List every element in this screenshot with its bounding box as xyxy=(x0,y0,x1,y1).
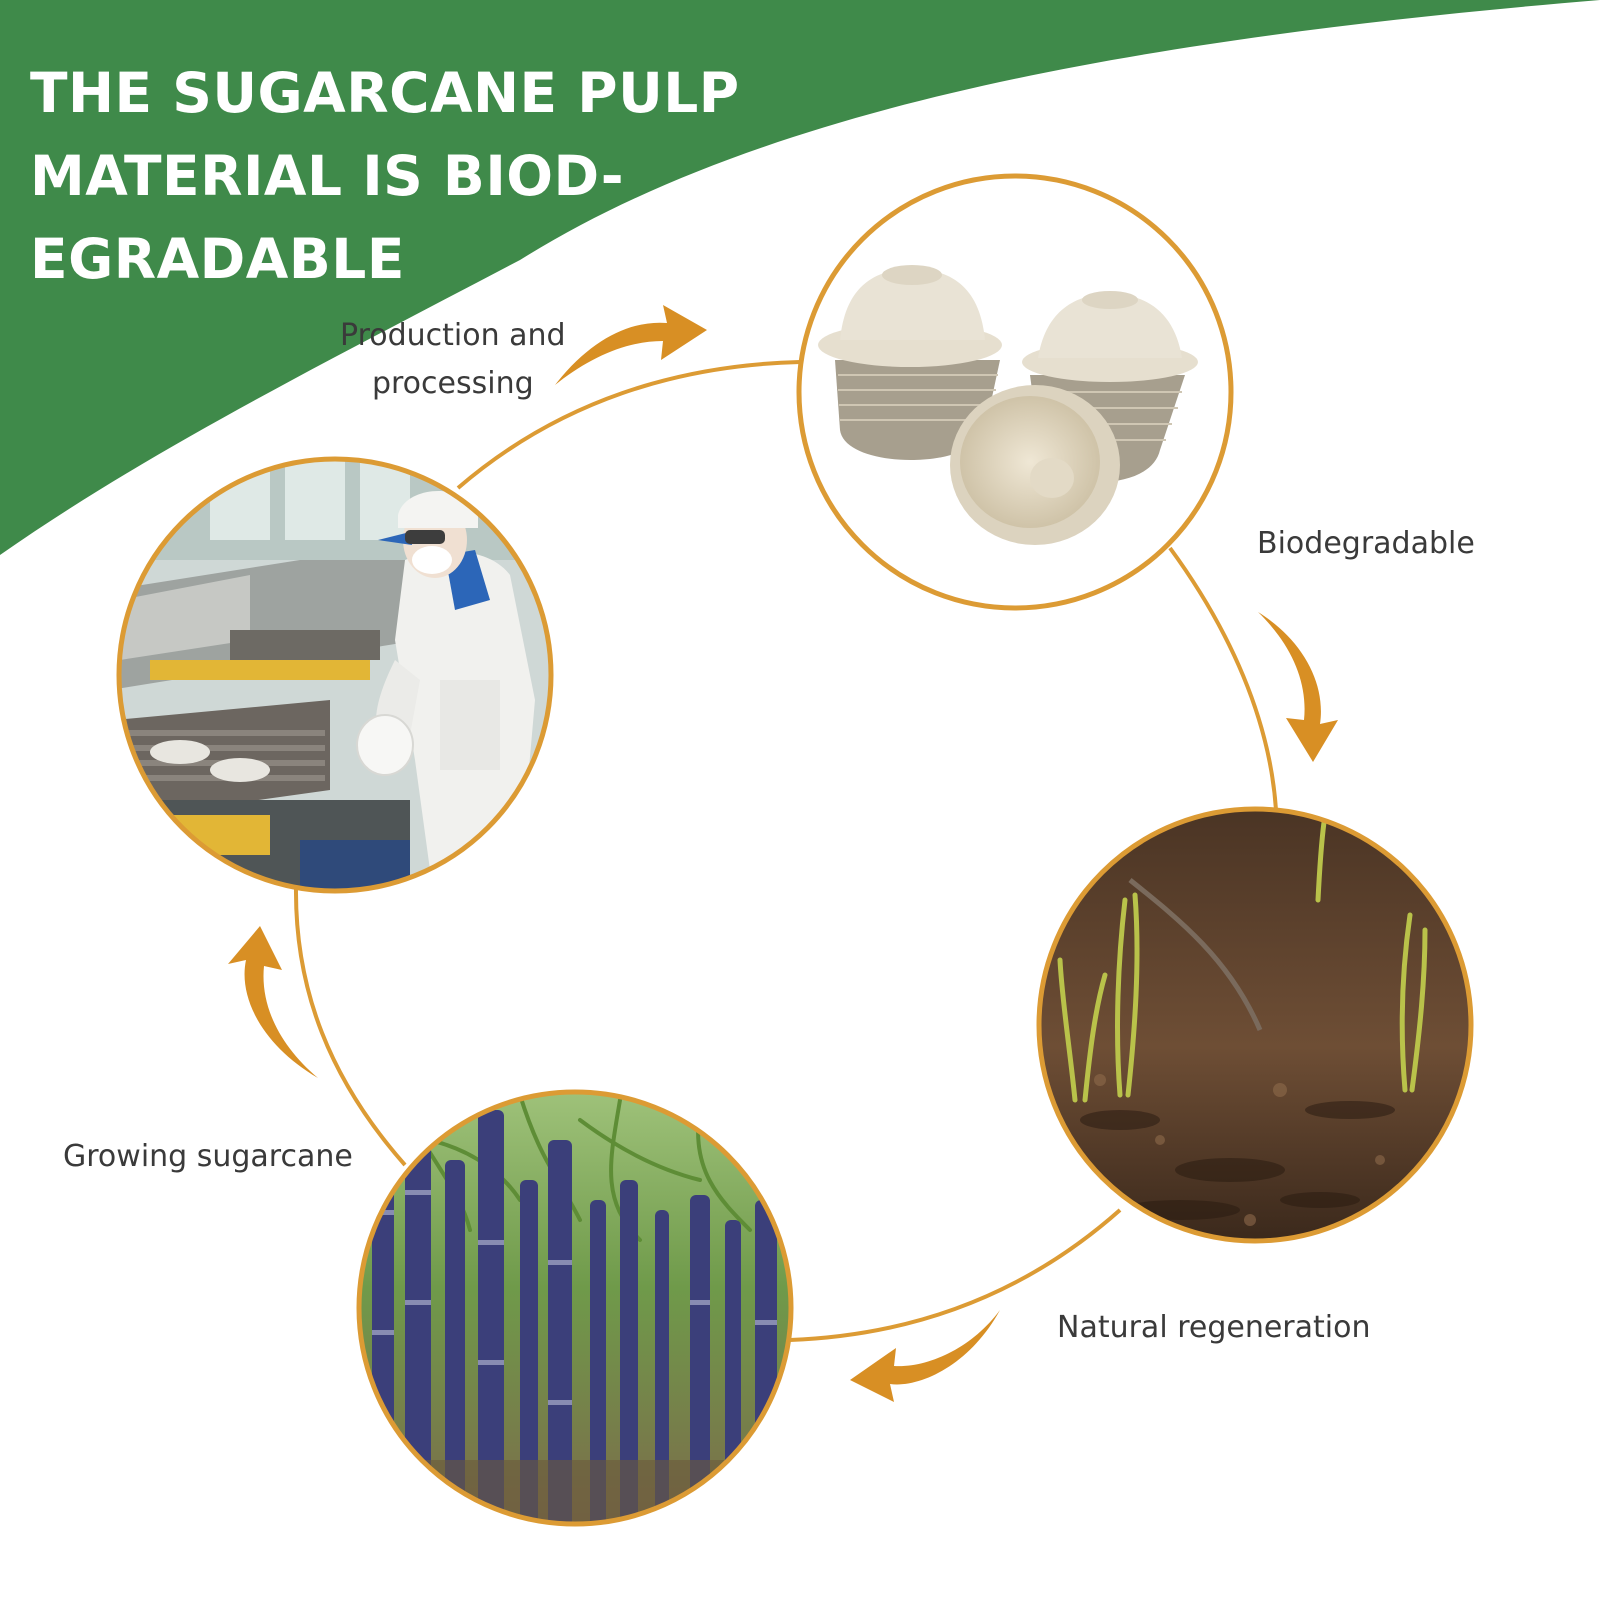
label-production-and-processing: Production and processing xyxy=(340,312,566,408)
sugarcane-ring xyxy=(356,1089,794,1527)
label-production-line-1: Production and xyxy=(340,318,566,353)
connector-soil-to-cane xyxy=(789,1208,1122,1342)
cycle-connector-lines xyxy=(293,360,1278,1342)
label-production-line-2: processing xyxy=(371,366,534,401)
arrow-to-production-icon xyxy=(228,926,318,1078)
arrow-to-bowls-icon xyxy=(555,305,707,385)
image-sugarcane-field xyxy=(356,1089,794,1527)
label-biodegradable-text: Biodegradable xyxy=(1257,526,1475,561)
connector-bowls-to-soil xyxy=(1168,546,1278,811)
factory-ring xyxy=(116,456,554,894)
bowls-ring xyxy=(796,173,1234,611)
arrow-to-cane-icon xyxy=(850,1310,1000,1402)
label-natural-regeneration-text: Natural regeneration xyxy=(1057,1310,1371,1345)
title-line-2: MATERIAL IS BIOD- xyxy=(30,144,625,208)
label-biodegradable: Biodegradable xyxy=(1257,520,1475,568)
green-banner xyxy=(0,0,1600,555)
page-title: THE SUGARCANE PULP MATERIAL IS BIOD- EGR… xyxy=(30,52,740,301)
label-growing-sugarcane: Growing sugarcane xyxy=(63,1133,353,1181)
label-growing-sugarcane-text: Growing sugarcane xyxy=(63,1139,353,1174)
arrow-to-soil-icon xyxy=(1258,612,1338,762)
connector-cane-to-production xyxy=(293,887,407,1167)
label-natural-regeneration: Natural regeneration xyxy=(1057,1304,1370,1352)
title-line-1: THE SUGARCANE PULP xyxy=(30,61,740,125)
image-sugarcane-pulp-bowls xyxy=(796,173,1234,611)
soil-ring xyxy=(1036,806,1474,1244)
image-soil-seedlings xyxy=(1036,806,1474,1244)
connector-production-to-bowls xyxy=(456,360,801,490)
cycle-arrows xyxy=(228,305,1338,1402)
image-factory-production xyxy=(116,456,554,894)
title-line-3: EGRADABLE xyxy=(30,227,405,291)
